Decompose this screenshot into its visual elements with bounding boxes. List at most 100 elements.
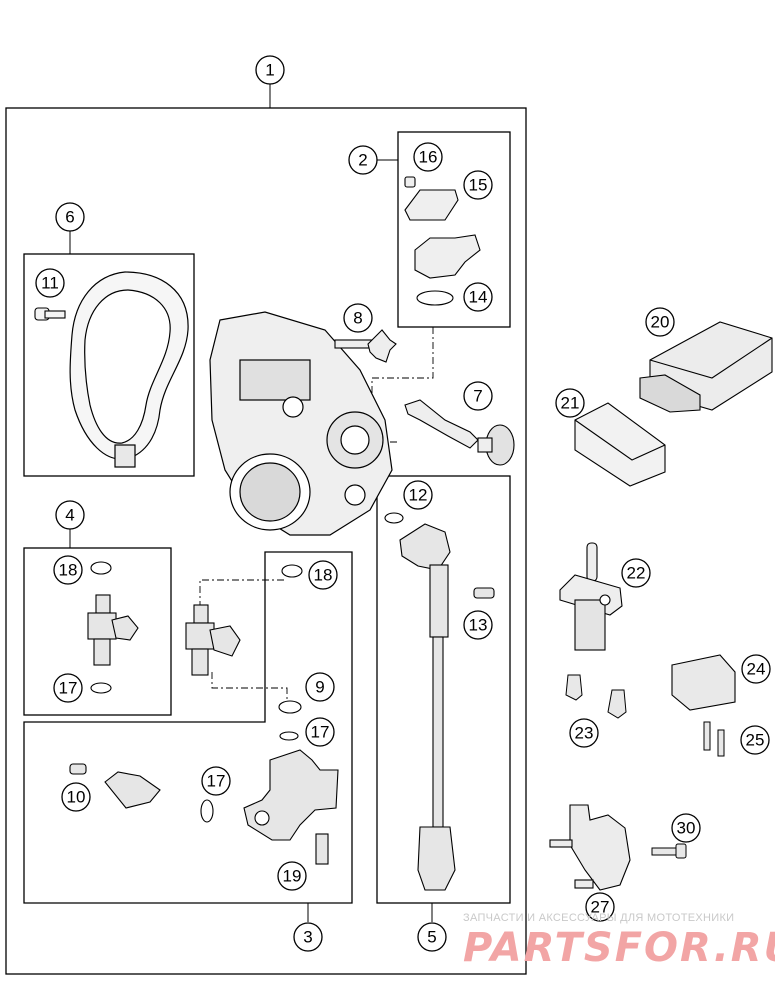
callout-19: 19	[277, 861, 307, 891]
frame-assembly-1	[5, 107, 527, 975]
callout-5: 5	[417, 922, 447, 952]
bypass-valve-7	[404, 399, 515, 466]
callout-30: 30	[671, 813, 701, 843]
svg-text:4: 4	[65, 506, 74, 525]
callout-22: 22	[621, 558, 651, 588]
svg-text:1: 1	[265, 61, 274, 80]
svg-text:23: 23	[575, 724, 594, 743]
svg-text:24: 24	[747, 660, 766, 679]
callout-21: 21	[555, 388, 585, 418]
callout-24: 24	[741, 654, 771, 684]
seal-18b	[281, 564, 303, 578]
bolt-11	[34, 307, 66, 321]
callout-18b: 18	[308, 560, 338, 590]
injector-holder	[243, 749, 339, 841]
o-ring-17c	[200, 799, 214, 823]
callout-12: 12	[403, 480, 433, 510]
svg-text:5: 5	[427, 928, 436, 947]
screws-25	[703, 721, 725, 757]
callout-16: 16	[413, 142, 443, 172]
callouts: 1 2 16 15 14 6 11 8 7 20 21 12 4 18 18 2…	[35, 55, 771, 952]
svg-text:30: 30	[677, 819, 696, 838]
callout-17c: 17	[201, 766, 231, 796]
callout-7: 7	[463, 381, 493, 411]
callout-17a: 17	[53, 673, 83, 703]
svg-text:17: 17	[311, 723, 330, 742]
callout-11: 11	[35, 268, 65, 298]
callout-15: 15	[463, 170, 493, 200]
frame-group-6	[23, 253, 195, 477]
callout-25: 25	[740, 725, 770, 755]
seal-9	[278, 700, 302, 714]
group-frames	[5, 107, 527, 975]
svg-text:8: 8	[353, 309, 362, 328]
svg-text:16: 16	[419, 148, 438, 167]
pin-19	[315, 833, 329, 865]
idle-screw-8	[334, 329, 397, 363]
callout-27: 27	[585, 892, 615, 922]
connector-24	[671, 654, 736, 711]
svg-text:27: 27	[591, 898, 610, 917]
svg-text:22: 22	[627, 564, 646, 583]
sensor-group-2-parts	[404, 176, 481, 306]
o-ring-14	[416, 290, 454, 306]
svg-text:2: 2	[358, 151, 367, 170]
callout-20: 20	[645, 307, 675, 337]
svg-text:21: 21	[561, 394, 580, 413]
svg-text:10: 10	[67, 788, 86, 807]
svg-text:20: 20	[651, 313, 670, 332]
frame-group-4	[23, 547, 172, 716]
sensor-22	[559, 542, 623, 651]
sensor-14	[414, 234, 481, 279]
o-ring-17a	[90, 682, 112, 694]
svg-text:11: 11	[41, 274, 59, 293]
ecu-20	[639, 321, 773, 413]
leader-lines	[69, 84, 433, 922]
callout-23: 23	[569, 718, 599, 748]
svg-text:17: 17	[207, 772, 226, 791]
frame-group-2	[397, 131, 511, 328]
svg-text:12: 12	[409, 486, 428, 505]
callout-8: 8	[343, 303, 373, 333]
svg-text:18: 18	[59, 561, 78, 580]
svg-text:18: 18	[314, 566, 333, 585]
callout-3: 3	[293, 922, 323, 952]
screws-23	[565, 674, 627, 719]
sensor-bracket-27	[549, 804, 631, 891]
callout-10: 10	[61, 782, 91, 812]
sensor-10	[104, 771, 161, 809]
callout-1: 1	[255, 55, 285, 85]
svg-text:17: 17	[59, 679, 78, 698]
svg-text:14: 14	[469, 288, 488, 307]
watermark-brand: PARTSFOR.RU	[463, 925, 775, 971]
callout-17b: 17	[305, 717, 335, 747]
callout-14: 14	[463, 282, 493, 312]
callout-13: 13	[463, 610, 493, 640]
throttle-body	[209, 311, 393, 536]
throttle-cover-6	[69, 271, 189, 468]
svg-text:6: 6	[65, 208, 74, 227]
svg-text:15: 15	[469, 176, 488, 195]
seal-18a	[90, 561, 112, 575]
ecu-cover-21	[574, 402, 666, 487]
frame-group-3	[23, 551, 353, 904]
svg-text:25: 25	[746, 731, 765, 750]
svg-text:3: 3	[303, 928, 312, 947]
svg-text:7: 7	[473, 387, 482, 406]
callout-2: 2	[348, 145, 378, 175]
frame-group-5	[376, 475, 511, 904]
svg-text:13: 13	[469, 616, 488, 635]
screw-30	[651, 843, 687, 859]
callout-6: 6	[55, 202, 85, 232]
bracket-15	[404, 189, 459, 221]
screw-16	[404, 176, 416, 188]
o-ring-17b	[279, 731, 299, 741]
wiring-harness-5	[384, 512, 495, 891]
injector-group-3	[69, 564, 339, 865]
callout-18a: 18	[53, 555, 83, 585]
svg-text:19: 19	[283, 867, 302, 886]
callout-9: 9	[305, 672, 335, 702]
svg-text:9: 9	[315, 678, 324, 697]
watermark-tagline: ЗАПЧАСТИ И АКСЕССУАРЫ ДЛЯ МОТОТЕХНИКИ	[463, 912, 735, 924]
